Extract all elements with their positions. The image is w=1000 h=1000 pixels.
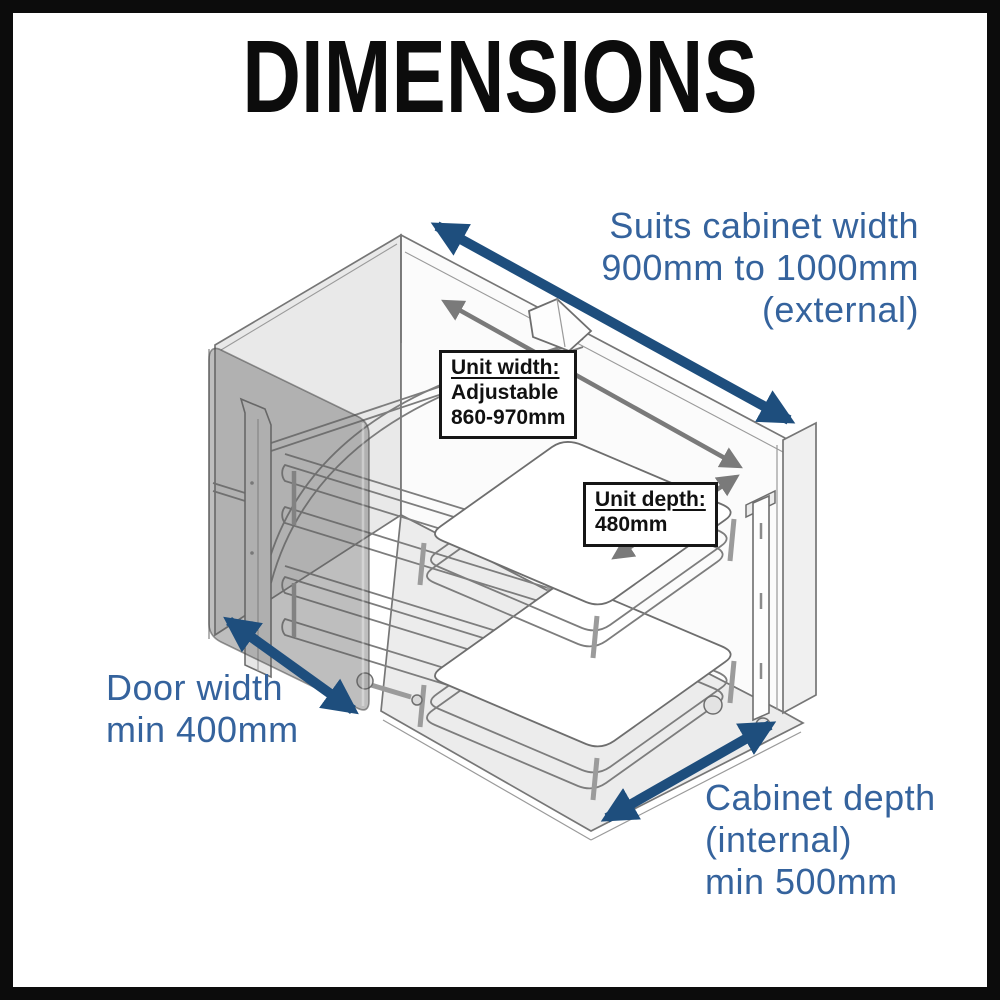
tray-corner-post [417,542,427,586]
hardware-link [370,682,412,700]
annotation-line: min 400mm [106,709,299,751]
page-title: DIMENSIONS [242,19,758,134]
unit-depth-value: 480mm [595,512,668,536]
annotation-line: Door width [106,667,284,708]
pullout-tray-lower [417,583,737,801]
annotation-line: Suits cabinet width [609,205,919,246]
door-width-arrow [223,616,359,715]
hardware-wheel [411,694,423,706]
caster-wheel [703,695,723,715]
cabinet-depth-annotation: Cabinet depth (internal) min 500mm [705,777,936,903]
annotation-line: 900mm to 1000mm [601,247,919,289]
tray-corner-post [590,757,600,801]
floor-left-band [382,719,592,841]
screw-dot [250,551,254,555]
unit-width-heading: Unit width: [451,356,560,379]
right-panel [782,421,817,715]
unit-width-label: Unit width: Adjustable 860-970mm [439,350,578,440]
door-width-annotation: Door width min 400mm [106,667,299,751]
annotation-line: Cabinet depth [705,777,936,818]
unit-depth-label: Unit depth: 480mm [583,482,718,547]
tray-corner-post [417,684,427,728]
cabinet-width-annotation: Suits cabinet width 900mm to 1000mm (ext… [601,205,919,331]
unit-width-value: 860-970mm [451,405,566,429]
cabinet-depth-arrow [600,720,777,823]
unit-width-value: Adjustable [451,380,559,404]
tray-corner-post [727,660,737,704]
annotation-line: (internal) [705,819,853,861]
screw-dot [250,481,254,485]
annotation-line: (external) [761,289,919,331]
unit-depth-heading: Unit depth: [595,488,706,511]
cabinet-width-arrow [430,221,796,425]
annotation-line: min 500mm [705,861,898,903]
tray-corner-post [590,615,600,659]
right-vertical-rail [745,489,776,733]
left-wall-top-band [220,243,398,351]
